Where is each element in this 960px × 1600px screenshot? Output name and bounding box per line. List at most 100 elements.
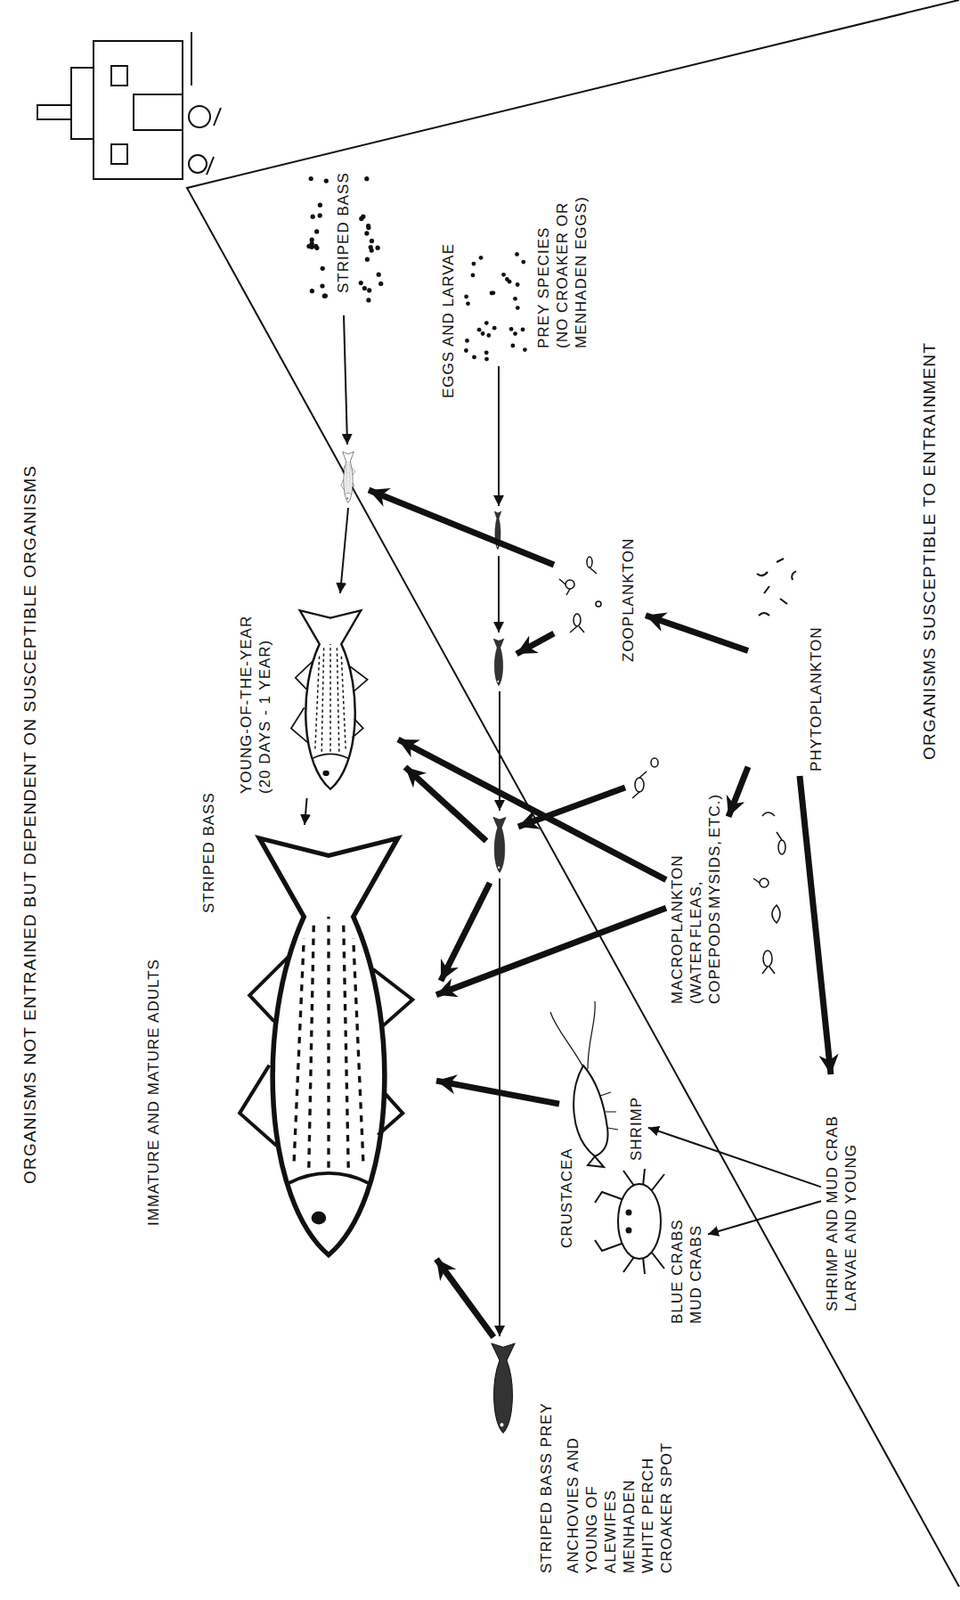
food-arrow [436,1080,560,1104]
egg-dots [484,349,489,355]
zooplankton-drawing [589,567,597,574]
organism-label: ZOOPLANKTON [618,537,638,662]
egg-dots [512,331,518,336]
power-plant [188,105,211,128]
power-plant [37,32,221,179]
macroplankton-drawing [763,950,773,967]
food-arrows [516,633,554,654]
food-arrow [648,1127,822,1188]
striped-bass-larva [341,451,356,503]
young-of-year-fish [291,610,368,790]
food-arrows [518,787,626,827]
egg-dots [323,293,328,299]
power-plant [111,65,128,86]
egg-dots [319,283,325,288]
group-label: EGGS AND LARVAE [439,243,458,399]
egg-dots [464,338,470,343]
zooplankton-drawing [559,578,570,595]
organism-group: STRIPED BASS PREY ANCHOVIES AND YOUNG OF … [476,1336,691,1582]
power-plant [37,105,72,120]
egg-dots [480,331,486,336]
zooplankton-drawing [565,579,575,589]
phytoplankton-drawing [791,570,797,580]
region-label: ORGANISMS NOT ENTRAINED BUT DEPENDENT ON… [19,464,41,1184]
egg-dots [317,212,323,218]
food-arrow [799,775,831,1074]
prey-fish-small [493,638,505,686]
egg-dots [520,327,526,333]
prey-fish-small [493,638,505,686]
egg-dots [309,176,314,181]
organism-label: SHRIMP [626,1096,646,1161]
egg-dots [369,248,375,253]
organism-group: STRIPED BASS [302,165,383,313]
organism-group: SHRIMP AND MUD CRAB LARVAE AND YOUNG [821,1073,866,1315]
shoreline [187,0,960,1587]
power-plant [188,154,207,173]
organism-group: IMMATURE AND MATURE ADULTS [133,824,437,1279]
egg-dots [514,252,520,257]
food-arrow [436,1258,494,1337]
macroplankton-drawing [762,966,775,974]
egg-dots [376,272,382,277]
phytoplankton-drawing [756,571,768,576]
macroplankton-drawing [753,878,760,883]
egg-dots [366,287,372,293]
shrimp-drawing [573,1065,608,1156]
egg-dots [314,228,319,234]
organism-label: PHYTOPLANKTON [806,626,826,772]
egg-dots [512,296,518,302]
egg-dots [364,230,369,236]
egg-dots [463,348,469,353]
egg-dots [362,285,367,291]
shrimp-drawing [550,1000,595,1069]
macroplankton-drawing [650,757,659,767]
crab-drawing [594,1168,665,1274]
food-arrows [440,882,490,981]
food-arrow [645,615,749,651]
crab-drawing [594,1191,622,1251]
macroplankton-drawing [778,839,786,855]
phytoplankton-drawing [764,585,770,594]
shoreline [187,0,960,1587]
organism-label: STRIPED BASS PREY [536,1401,556,1573]
zooplankton-drawing [559,556,602,633]
food-arrows [343,315,348,445]
food-arrows [340,315,626,1336]
group-label: CRUSTACEA [557,1147,577,1248]
region-label: ORGANISMS SUSCEPTIBLE TO ENTRAINMENT [919,341,940,760]
egg-dots [477,327,482,333]
egg-dots [358,280,364,285]
egg-dots [491,290,497,295]
prey-fish-bottom [491,1342,515,1432]
prey-fish-bottom [491,1342,515,1432]
organism-group: SHRIMP [559,1056,649,1168]
egg-dots [369,238,375,244]
organism-group: BLUE CRABS MUD CRABS [583,1171,708,1333]
young-of-year-fish [291,610,368,790]
egg-dots [375,245,381,251]
egg-dots [471,355,477,360]
macroplankton-drawing [772,904,781,923]
crab-drawing [626,1210,632,1215]
organism-list: ANCHOVIES AND YOUNG OF ALEWIFES MENHADEN… [563,1425,676,1573]
egg-dots [479,255,484,261]
egg-dots [317,203,323,208]
adult-striped-bass [239,837,413,1255]
power-plant [71,67,94,139]
organism-group: MACROPLANKTON (WATER FLEAS, COPEPODS MYS… [666,784,729,1008]
phytoplankton-drawing [756,558,797,616]
egg-dots [515,282,521,287]
crab-drawing [618,1183,661,1259]
egg-dots [520,260,526,265]
egg-dots [324,178,329,184]
food-arrows [497,366,500,506]
zooplankton-drawing [595,601,602,607]
egg-dots [509,326,514,332]
egg-dots [511,343,516,349]
egg-dots [484,320,489,326]
zooplankton-drawing [586,556,593,568]
power-plant [111,144,128,164]
